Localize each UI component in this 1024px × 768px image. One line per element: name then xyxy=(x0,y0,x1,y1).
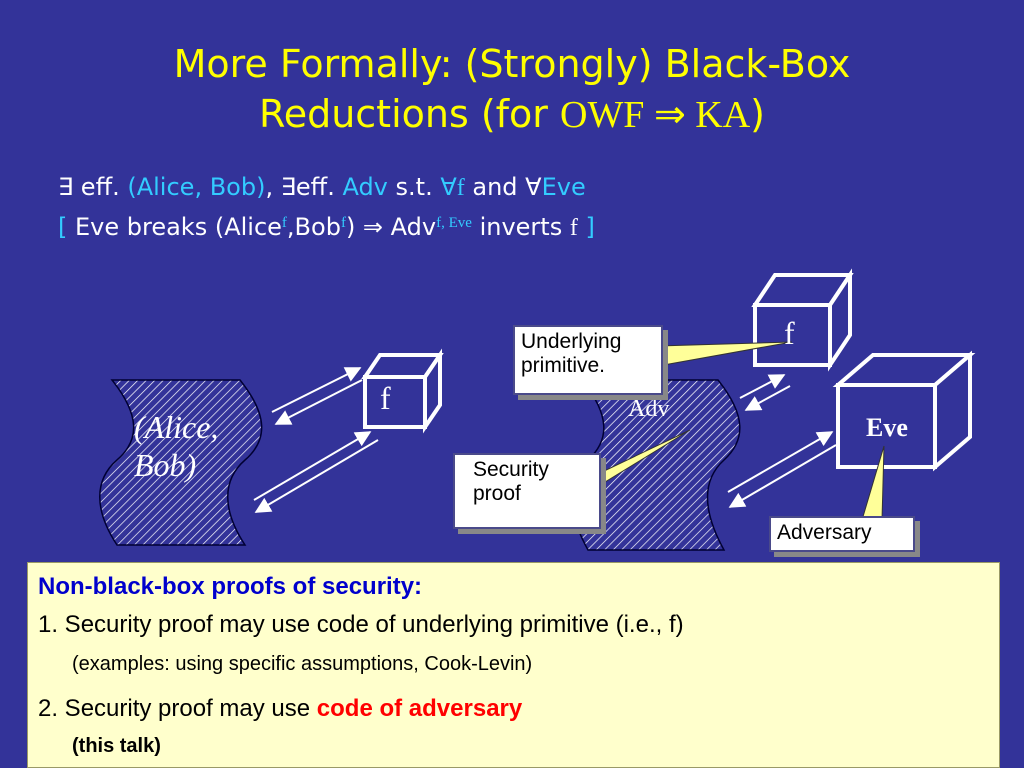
eff-text-2: eff. xyxy=(295,173,343,201)
open-bracket: [ xyxy=(58,213,75,241)
panel-item-2: 2. Security proof may use code of advers… xyxy=(38,695,522,723)
exists-symbol-2: ∃ xyxy=(280,175,296,201)
sup-f-2: f xyxy=(340,215,346,231)
comma: , xyxy=(265,173,281,201)
eff-text: eff. xyxy=(73,173,128,201)
eve-label: Eve xyxy=(866,413,908,442)
panel-heading: Non-black-box proofs of security: xyxy=(38,573,423,600)
cube-f-left xyxy=(361,348,444,434)
callout-underlying-primitive: Underlying primitive. xyxy=(513,325,663,395)
title-formula: OWF ⇒ KA xyxy=(560,94,751,136)
callout-security-proof: Security proof xyxy=(453,453,601,529)
arrow-left-4 xyxy=(254,439,379,513)
cube-eve xyxy=(832,350,976,472)
panel-item-2-prefix: 2. Security proof may use xyxy=(38,695,317,722)
eve-term: Eve xyxy=(541,173,586,201)
inverts-text: inverts xyxy=(471,213,570,241)
and-text: and xyxy=(464,173,526,201)
arrow-right-eve-2 xyxy=(728,444,837,508)
implies-adv-text: ) ⇒ Adv xyxy=(345,213,437,241)
f-term: f xyxy=(569,215,578,241)
title-text: Reductions (for xyxy=(259,92,560,136)
arrow-right-f-1 xyxy=(739,374,786,399)
adv-label: Adv xyxy=(628,396,670,422)
f-right-label: f xyxy=(784,315,795,351)
alice-bob-box xyxy=(99,379,263,546)
bob-text: ,Bob xyxy=(286,213,341,241)
panel-item-2-note: (this talk) xyxy=(72,735,161,757)
panel-item-1-note: (examples: using specific assumptions, C… xyxy=(72,653,533,675)
sup-f-eve: f, Eve xyxy=(436,215,472,231)
cube-f-right xyxy=(751,268,854,372)
alice-bob-pair: (Alice, Bob) xyxy=(127,173,266,201)
page-title-line2: Reductions (for OWF ⇒ KA) xyxy=(0,90,1024,139)
sup-f-1: f xyxy=(281,215,287,231)
close-bracket: ] xyxy=(577,213,595,241)
adv-term: Adv xyxy=(342,173,388,201)
forall-f: ∀f xyxy=(440,175,465,201)
arrow-right-f-2 xyxy=(744,385,791,411)
arrow-right-eve-1 xyxy=(727,431,834,493)
forall-symbol: ∀ xyxy=(525,175,542,201)
arrow-left-2 xyxy=(274,379,363,425)
panel-item-2-highlight: code of adversary xyxy=(316,695,523,722)
definition-line2: [ Eve breaks (Alicef,Bobf) ⇒ Advf, Eve i… xyxy=(58,212,595,243)
arrow-left-3 xyxy=(253,431,372,501)
exists-symbol: ∃ xyxy=(58,175,74,201)
non-black-box-panel: Non-black-box proofs of security: 1. Sec… xyxy=(27,562,1000,768)
page-title-line1: More Formally: (Strongly) Black-Box xyxy=(173,42,851,86)
eve-breaks-text: Eve breaks (Alice xyxy=(75,213,282,241)
panel-item-1: 1. Security proof may use code of underl… xyxy=(38,611,684,638)
callout-adversary: Adversary xyxy=(769,516,915,552)
title-close: ) xyxy=(750,92,765,136)
such-that: s.t. xyxy=(387,173,441,201)
f-left-label: f xyxy=(380,380,391,416)
adv-box xyxy=(570,379,741,551)
alice-bob-label: (Alice, Bob) xyxy=(134,409,219,483)
arrow-left-1 xyxy=(271,367,362,413)
definition-line1: ∃ eff. (Alice, Bob), ∃eff. Adv s.t. ∀f a… xyxy=(58,172,586,203)
